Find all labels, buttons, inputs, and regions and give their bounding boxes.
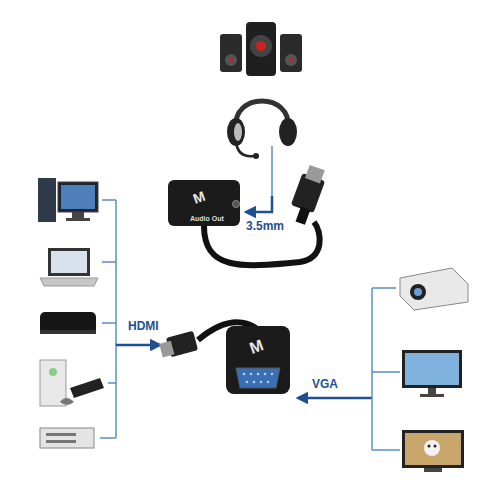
svg-text:M: M <box>247 336 265 357</box>
port-label: Audio Out <box>190 215 224 223</box>
vga-arrow <box>298 397 372 400</box>
audio-adapter: M <box>168 165 325 265</box>
display-devices <box>372 268 468 472</box>
hdmi-arrow <box>116 344 160 347</box>
audio-arrow <box>246 196 272 212</box>
connector-label: VGA <box>312 378 338 391</box>
connector-label: HDMI <box>128 320 159 333</box>
connector-label: 3.5mm <box>246 220 284 233</box>
svg-text:M: M <box>191 188 207 207</box>
speaker-set <box>220 22 302 76</box>
source-devices <box>38 178 116 448</box>
vga-adapter: M <box>159 322 290 394</box>
